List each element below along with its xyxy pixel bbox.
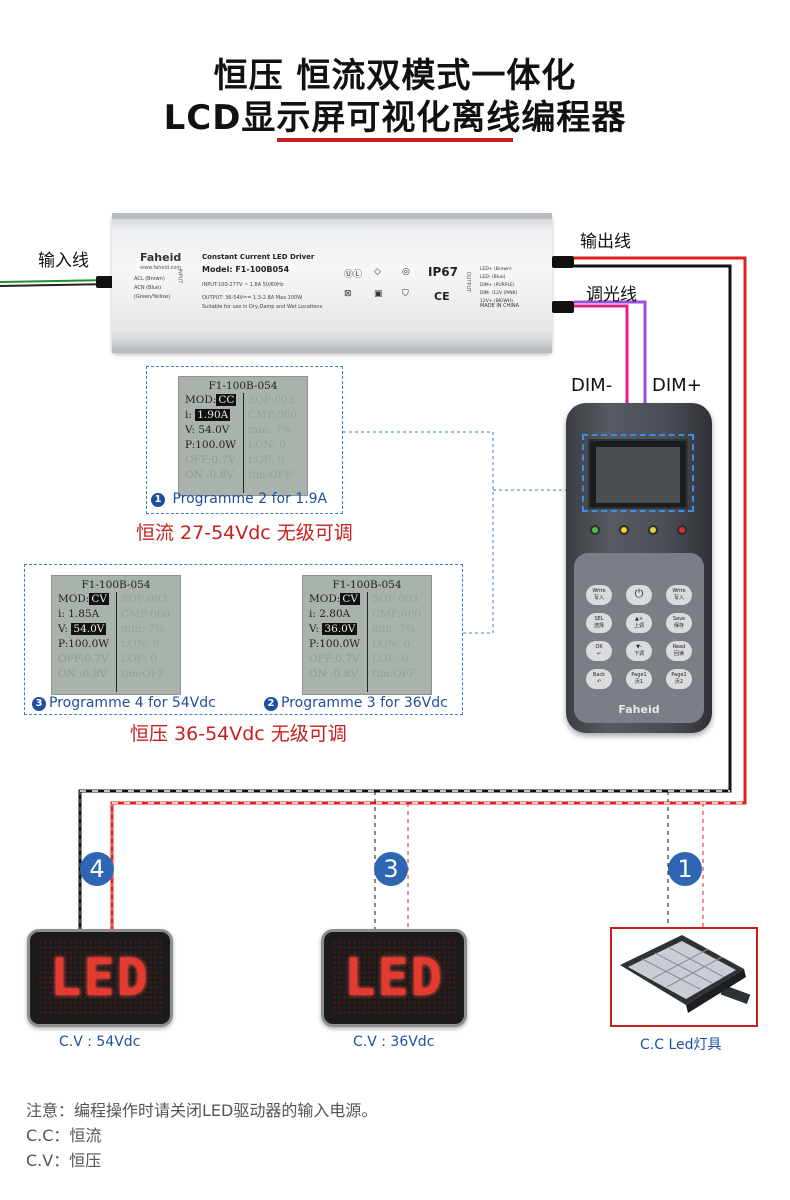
driver-input-wire-list: ACL (Brown) ACN (Blue) (Green/Yellow) <box>134 276 171 300</box>
note-warning: 注意：编程操作时请关闭LED驱动器的输入电源。 <box>26 1101 378 1120</box>
lcd-screen-cc: F1-100B-054 MOD:CC i: 1.90A V: 54.0V P:1… <box>178 376 308 496</box>
indicator-green-icon <box>590 525 600 535</box>
ip-rating: IP67 <box>428 265 458 279</box>
output-cable-sleeve <box>552 256 574 268</box>
indicator-yellow-icon <box>648 525 658 535</box>
cv-range-label: 恒压 36-54Vdc 无级可调 <box>130 723 347 745</box>
cert-mark-icon: ◇ <box>374 267 381 277</box>
programme-caption-cc: 1 Programme 2 for 1.9A <box>151 491 327 507</box>
output-wire-label: 输出线 <box>580 232 631 252</box>
caption-cc-lamp: C.C Led灯具 <box>640 1037 722 1053</box>
caption-cv-54: C.V : 54Vdc <box>59 1034 141 1050</box>
ce-mark: CE <box>434 290 450 303</box>
led-sign-36v: LED <box>321 929 467 1027</box>
led-driver: Faheid www.faheid.com ACL (Brown) ACN (B… <box>112 213 552 353</box>
note-cv: C.V：恒压 <box>26 1151 102 1170</box>
ok-key[interactable]: OK↵ <box>586 641 612 661</box>
power-key-icon[interactable]: ⏻ <box>626 585 652 605</box>
input-wire-green <box>0 279 113 283</box>
cc-screen-frame <box>146 366 343 514</box>
driver-usage: Suitable for use in Dry,Damp and Wet Loc… <box>202 304 323 310</box>
dim-minus-label: DIM- <box>571 375 613 396</box>
programmer-screen <box>588 439 688 509</box>
street-light-icon <box>620 935 751 1013</box>
class2-icon: ▣ <box>374 289 383 299</box>
lcd-screen-cv-36: F1-100B-054 MOD:CV i: 2.80A V: 36.0V P:1… <box>302 575 432 695</box>
ccc-mark-icon: ◎ <box>402 267 410 277</box>
indicator-yellow-icon <box>619 525 629 535</box>
title-line-2: LCD显示屏可视化离线编程器 <box>163 98 627 138</box>
note-cc: C.C：恒流 <box>26 1126 102 1145</box>
indicator-red-icon <box>677 525 687 535</box>
driver-output-wire-list: LED+ (Brown) LED- (Blue) DIM+ (PURPLE) D… <box>480 267 518 304</box>
dim-minus-wire <box>574 304 629 405</box>
input-wire-label: 输入线 <box>38 251 89 271</box>
title-line-1: 恒压 恒流双模式一体化 <box>213 56 577 96</box>
driver-title: Constant Current LED Driver <box>202 253 315 261</box>
safety-icon: ⛉ <box>402 289 409 299</box>
cc-led-lamp-frame <box>610 927 758 1027</box>
output-number-3: 3 <box>374 852 408 886</box>
title-underline <box>277 138 513 142</box>
ul-mark-icon: ⓊⓁ <box>344 270 363 280</box>
dim-plus-label: DIM+ <box>652 375 702 396</box>
driver-brand: Faheid <box>140 251 182 264</box>
driver-brand-url: www.faheid.com <box>140 265 182 271</box>
driver-output-side-label: OUTPUT <box>465 271 472 293</box>
dimming-wire-label: 调光线 <box>586 285 637 305</box>
output-number-1: 1 <box>668 852 702 886</box>
made-in-label: MADE IN CHINA <box>480 303 520 309</box>
driver-input-spec: INPUT:100-277V ~ 1.8A 50/60Hz <box>202 282 284 288</box>
input-wire-black <box>0 283 113 287</box>
output-number-4: 4 <box>80 852 114 886</box>
programmer-logo: Faheid <box>618 703 660 716</box>
up-key[interactable]: ▲+上调 <box>626 613 652 633</box>
cv-screens-frame <box>24 564 463 715</box>
lcd-screen-cv-54: F1-100B-054 MOD:CV i: 1.85A V: 54.0V P:1… <box>51 575 181 695</box>
back-key[interactable]: Back↶ <box>586 669 612 689</box>
driver-output-spec: OUTPUT: 36-54V== 1.3-2.8A Max.100W <box>202 295 303 301</box>
driver-input-side-label: INPUT <box>176 268 183 284</box>
driver-model: Model: F1-100B054 <box>202 265 290 274</box>
caption-cv-36: C.V : 36Vdc <box>353 1034 435 1050</box>
dim-cable-sleeve <box>552 301 574 313</box>
dim-plus-wire <box>574 300 647 405</box>
down-key[interactable]: ▼-下调 <box>626 641 652 661</box>
input-cable-sleeve <box>96 276 114 288</box>
cc-range-label: 恒流 27-54Vdc 无级可调 <box>136 522 353 544</box>
recycle-bin-icon: ⊠ <box>344 289 352 299</box>
led-sign-54v: LED <box>27 929 173 1027</box>
